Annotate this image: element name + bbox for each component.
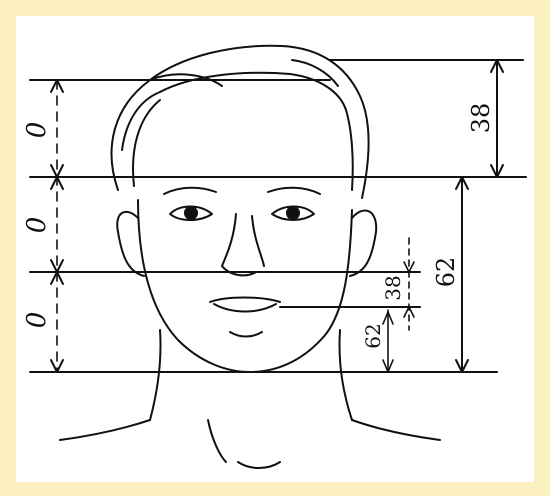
upper-right-label: 38 — [467, 103, 495, 134]
left-segment-label-1: 0 — [22, 122, 52, 139]
inner-dimension-nose-mouth — [404, 238, 414, 330]
left-segment-label-2: 0 — [22, 217, 52, 234]
lower-right-label: 62 — [432, 257, 460, 288]
inner-lower-label: 62 — [361, 323, 385, 348]
left-segment-label-3: 0 — [22, 312, 52, 329]
left-labels: 0 0 0 — [22, 122, 52, 329]
face-drawing — [60, 46, 440, 468]
left-dimension — [51, 80, 63, 372]
right-labels: 38 62 38 62 — [361, 103, 495, 349]
inner-upper-label: 38 — [381, 275, 405, 300]
